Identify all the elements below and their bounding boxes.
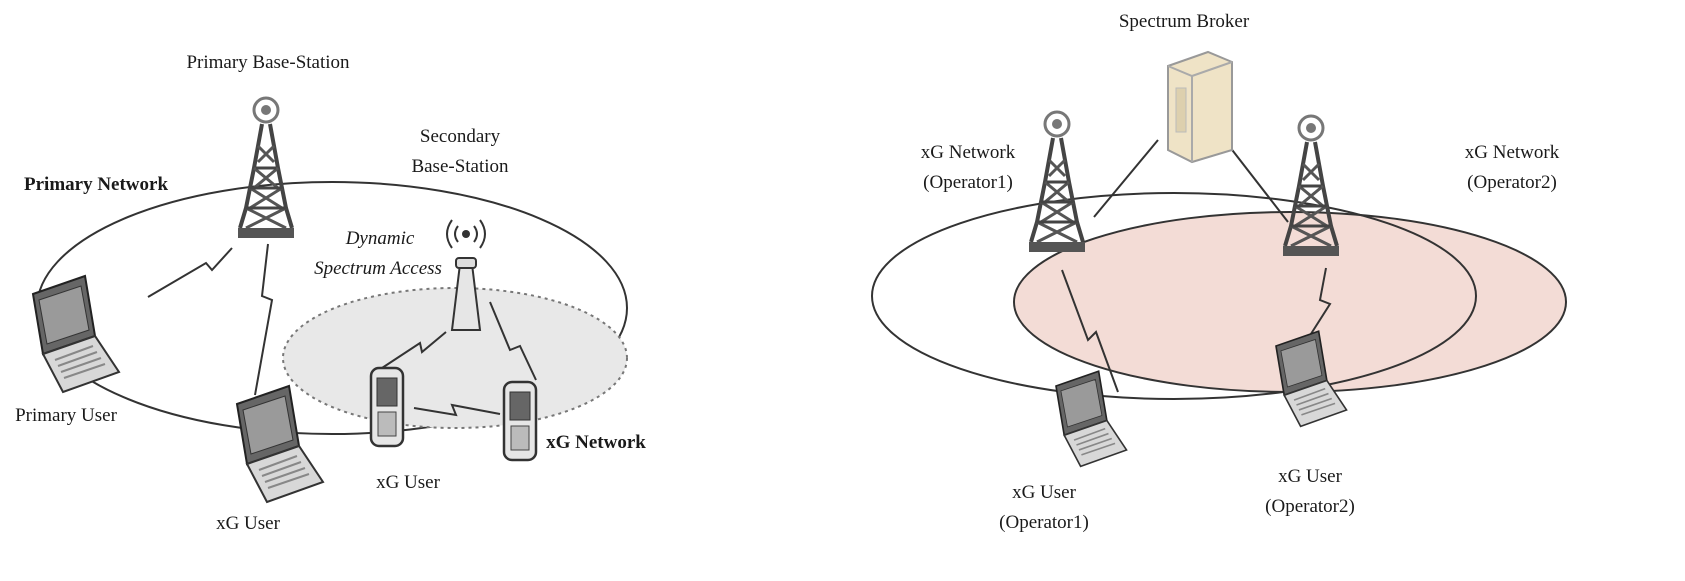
secondary-base-station-label-line1: Secondary <box>420 126 501 147</box>
xg-user-operator1-label-line1: xG User <box>1012 482 1077 503</box>
xg-network-phone-icon <box>502 380 538 462</box>
primary-network-label: Primary Network <box>24 174 168 195</box>
xg-user-operator2-label-line2: (Operator2) <box>1265 496 1355 517</box>
dynamic-spectrum-access-label-line2: Spectrum Access <box>314 258 442 279</box>
xg-network-area <box>282 287 628 429</box>
right-radio-links <box>1061 267 1332 393</box>
xg-user-operator2-label-line1: xG User <box>1278 466 1343 487</box>
right-diagram: Spectrum Broker xG Network (Operator1) x… <box>871 11 1567 533</box>
broker-links <box>1093 139 1289 223</box>
spectrum-broker-label: Spectrum Broker <box>1119 11 1250 32</box>
xg-network-operator1-label-line1: xG Network <box>921 142 1016 163</box>
secondary-base-station-label-line2: Base-Station <box>411 156 509 177</box>
primary-base-station-label: Primary Base-Station <box>186 52 350 73</box>
primary-user-laptop-icon <box>32 275 120 393</box>
xg-user-center-label: xG User <box>376 472 441 493</box>
xg-user-bottom-label: xG User <box>216 513 281 534</box>
xg-network-label: xG Network <box>546 432 646 453</box>
xg-network-operator2-label-line1: xG Network <box>1465 142 1560 163</box>
primary-base-station-tower-icon <box>236 96 296 240</box>
xg-user-operator1-label-line2: (Operator1) <box>999 512 1089 533</box>
spectrum-broker-server-icon <box>1167 50 1233 164</box>
secondary-base-station-antenna-icon <box>446 219 486 331</box>
radio-links <box>147 243 537 417</box>
primary-user-label: Primary User <box>15 405 118 426</box>
xg-network-operator1-label-line2: (Operator1) <box>923 172 1013 193</box>
xg-user-phone-icon <box>369 366 405 448</box>
operator1-tower-icon <box>1027 110 1087 254</box>
xg-network-operator2-label-line2: (Operator2) <box>1467 172 1557 193</box>
operator1-network-area <box>871 192 1477 400</box>
xg-user-laptop-icon <box>236 385 324 503</box>
left-diagram: Primary Base-Station Secondary Base-Stat… <box>15 52 646 534</box>
dynamic-spectrum-access-label-line1: Dynamic <box>345 228 415 249</box>
